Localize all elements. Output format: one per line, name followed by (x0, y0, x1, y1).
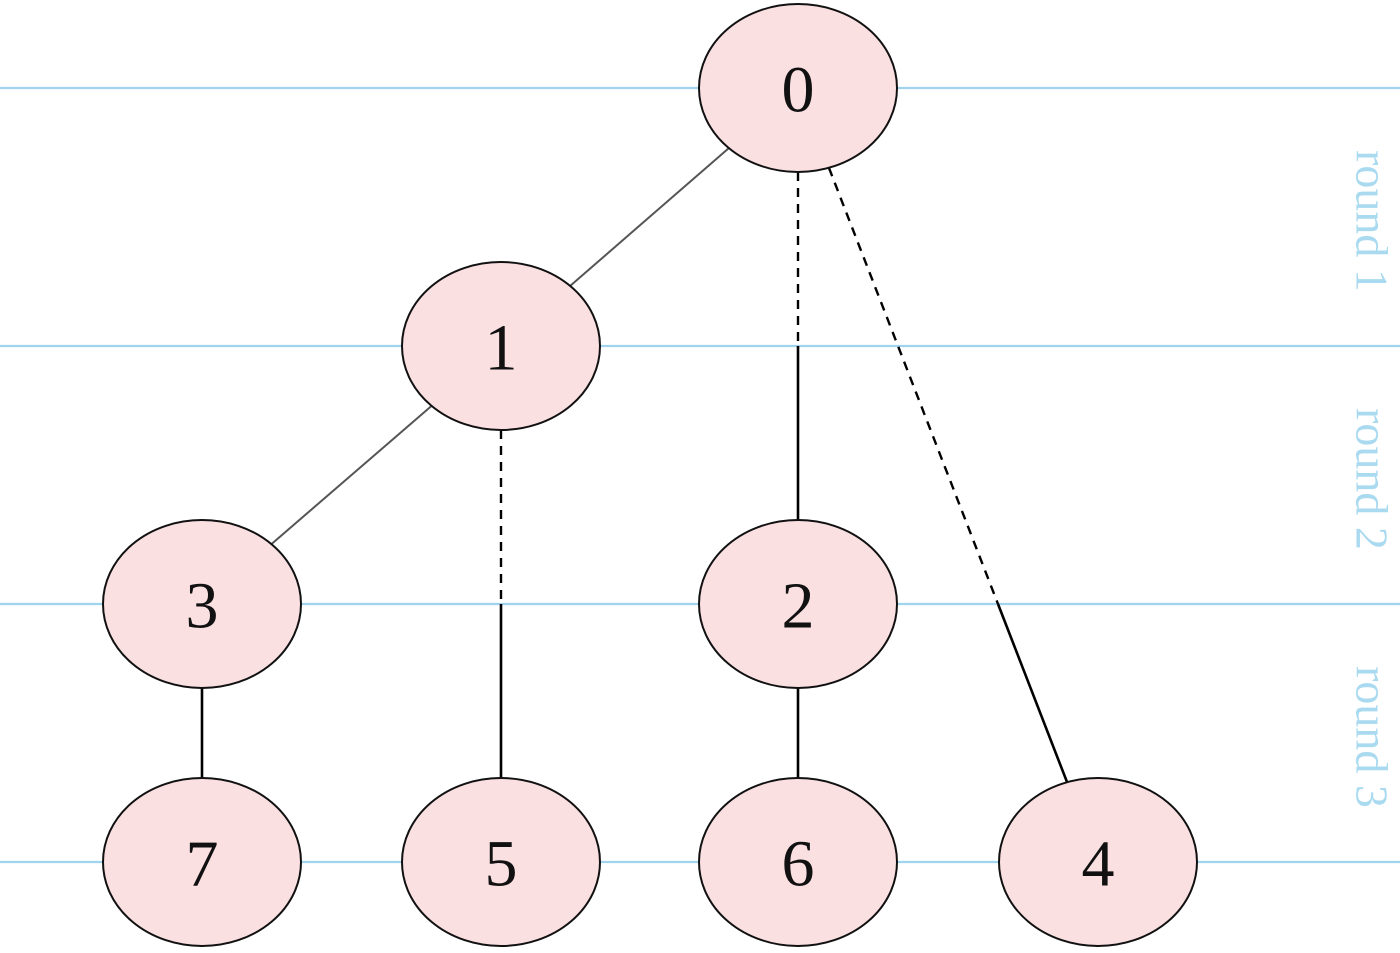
node-5-label: 5 (485, 828, 518, 901)
round-label-3: round 3 (1347, 666, 1398, 808)
edge-0-4-solid (996, 603, 1069, 783)
node-6-ellipse (698, 777, 898, 947)
node-4-label: 4 (1082, 828, 1115, 901)
node-0-label: 0 (782, 54, 815, 127)
node-3: 3 (102, 519, 302, 689)
edge-0-1-segment (569, 147, 730, 287)
node-3-label: 3 (186, 570, 219, 643)
node-5: 5 (401, 777, 601, 947)
node-2-label: 2 (782, 570, 815, 643)
node-2-ellipse (698, 519, 898, 689)
node-3-ellipse (102, 519, 302, 689)
edge-0-4-dashed (827, 167, 1000, 605)
round-label-2: round 2 (1347, 408, 1398, 550)
node-6: 6 (698, 777, 898, 947)
node-6-label: 6 (782, 828, 815, 901)
edge-0-1 (569, 147, 730, 287)
node-0-ellipse (698, 3, 898, 173)
nodes: 0 1 2 3 4 5 6 7 (102, 3, 1198, 947)
round-label-1: round 1 (1347, 150, 1398, 292)
edge-1-3-segment (270, 405, 433, 545)
edges (200, 147, 1069, 783)
node-4: 4 (998, 777, 1198, 947)
level-lines (0, 86, 1400, 864)
edge-1-3 (270, 405, 433, 545)
node-5-ellipse (401, 777, 601, 947)
node-2: 2 (698, 519, 898, 689)
node-7: 7 (102, 777, 302, 947)
node-1: 1 (401, 261, 601, 431)
round-labels: round 1 round 2 round 3 (1347, 150, 1398, 808)
node-4-ellipse (998, 777, 1198, 947)
node-0: 0 (698, 3, 898, 173)
node-7-label: 7 (186, 828, 219, 901)
edge-0-4 (827, 167, 1069, 783)
node-1-label: 1 (485, 312, 518, 385)
node-1-ellipse (401, 261, 601, 431)
node-7-ellipse (102, 777, 302, 947)
